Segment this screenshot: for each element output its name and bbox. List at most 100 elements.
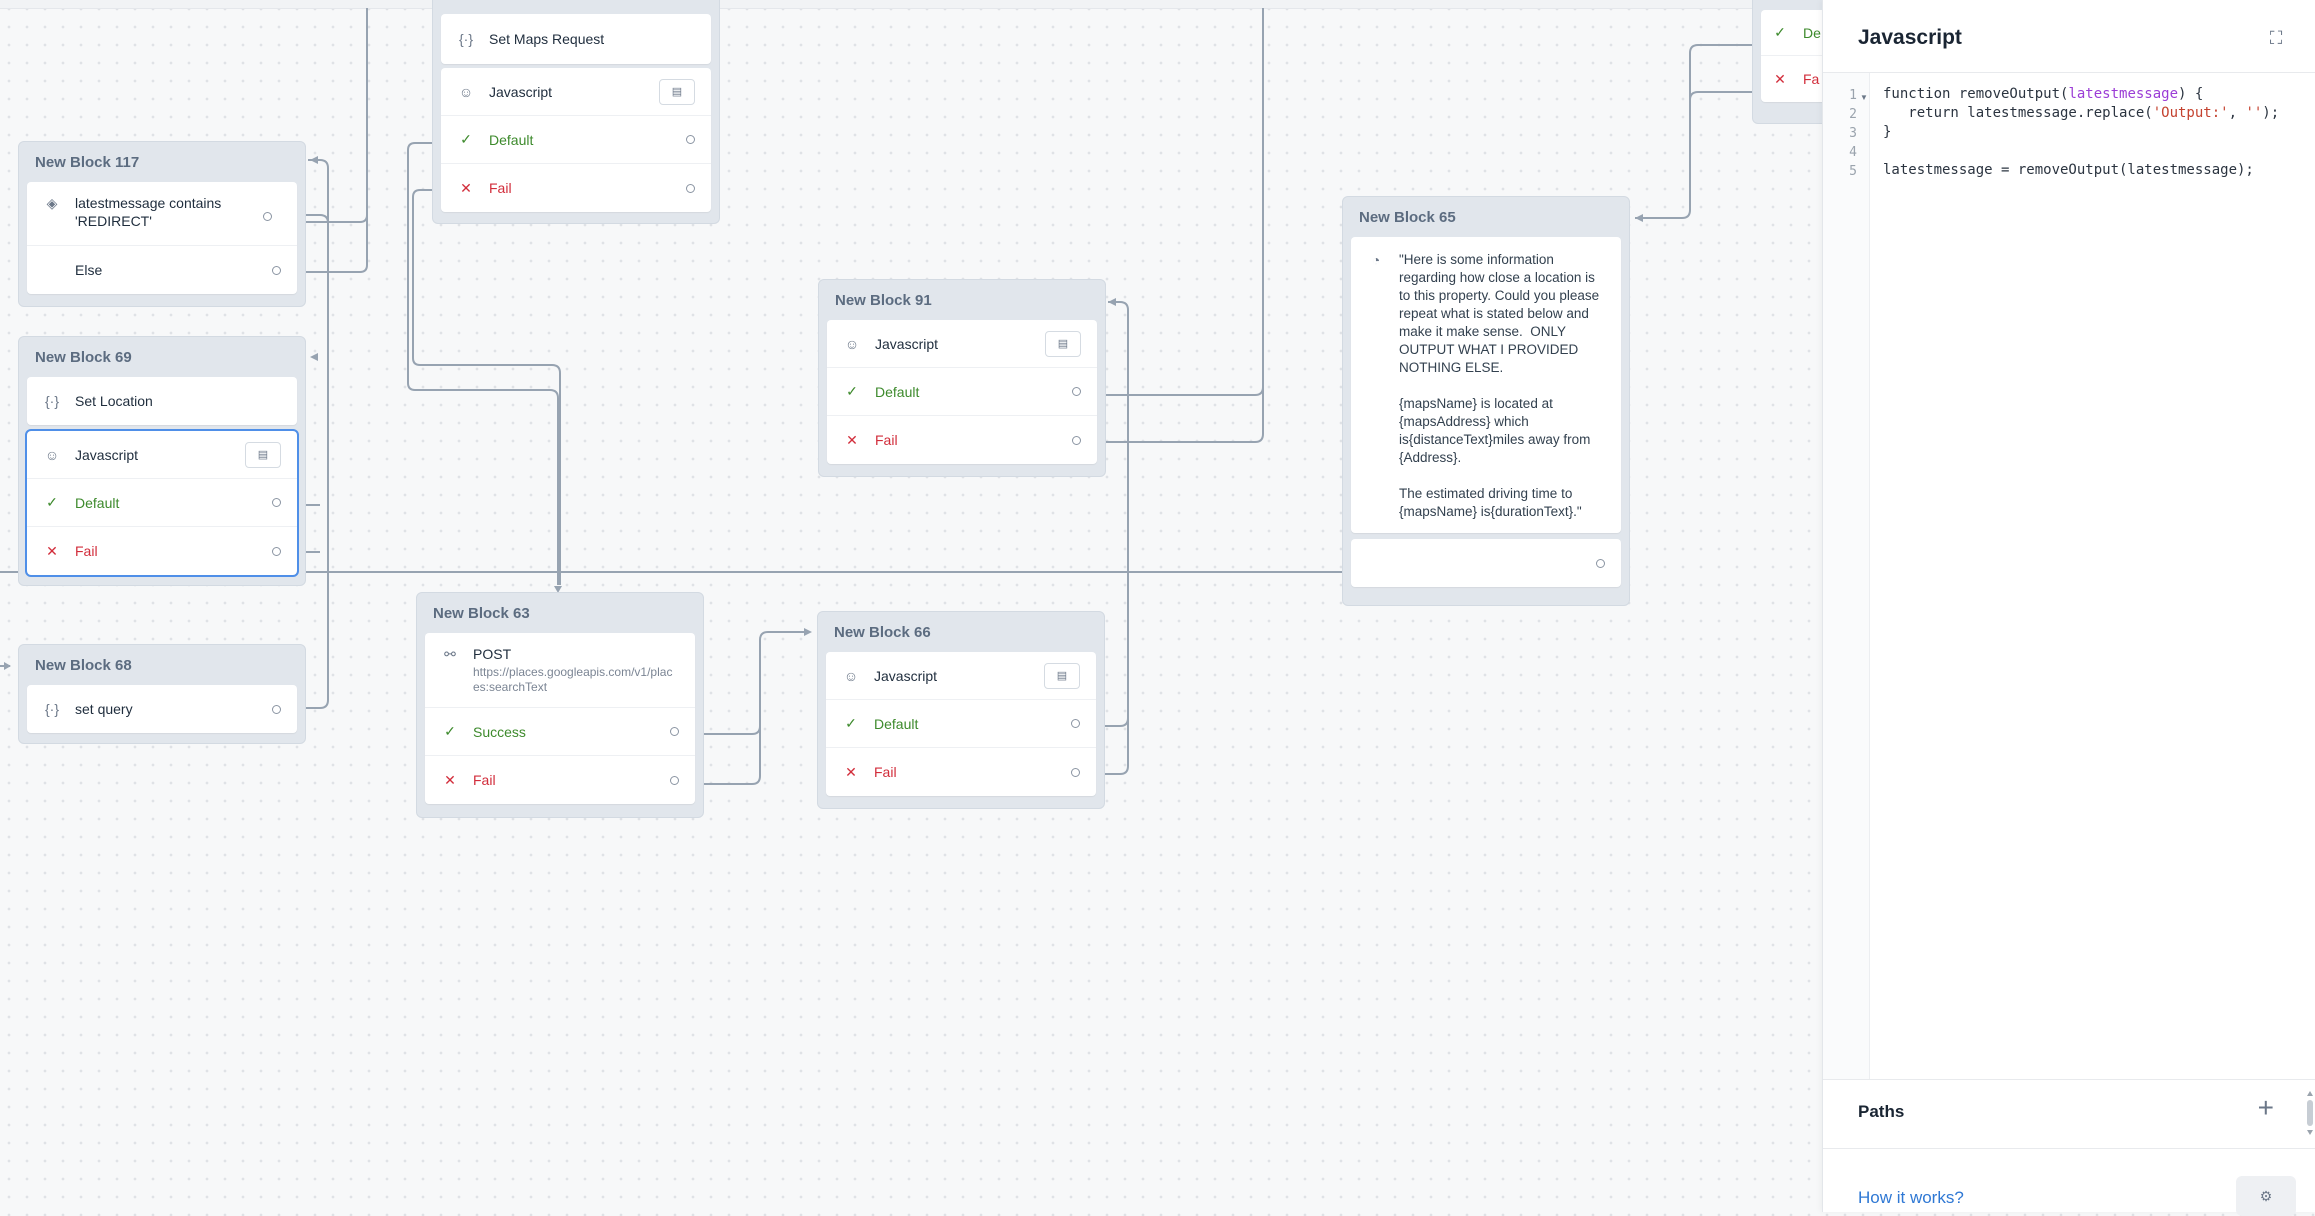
step-javascript[interactable]: ☺ Javascript ▤ ✓ Default ✕ Fail (441, 68, 711, 212)
request-info: POST https://places.googleapis.com/v1/pl… (473, 645, 679, 695)
output-port[interactable] (670, 727, 679, 736)
webhook-icon: ⚯ (444, 645, 456, 662)
output-port[interactable] (272, 265, 281, 275)
path-default: De (1803, 24, 1821, 41)
code-line: } (1883, 124, 1892, 140)
step-api-request[interactable]: ⚯ POST https://places.googleapis.com/v1/… (425, 633, 695, 804)
step-message[interactable]: ◔ "Here is some information regarding ho… (1351, 237, 1621, 533)
fold-arrow-icon[interactable]: ▼ (1860, 93, 1868, 102)
block-68[interactable]: New Block 68 {·} set query (18, 644, 306, 744)
path-default: Default (75, 494, 120, 511)
line-number: 3 (1849, 126, 1857, 141)
line-number: 4 (1849, 145, 1857, 160)
line-number: 5 (1849, 164, 1857, 179)
step-set-maps-request[interactable]: {·} Set Maps Request (441, 14, 711, 64)
step-label: Javascript (874, 667, 938, 684)
edit-code-icon[interactable]: ▤ (1045, 330, 1081, 357)
check-icon: ✓ (460, 131, 472, 147)
path-fail: Fa (1803, 71, 1820, 87)
output-port[interactable] (670, 775, 679, 785)
path-fail: Fail (489, 180, 512, 196)
code-line: return latestmessage.replace('Output:', … (1883, 105, 2279, 124)
block-set-maps-request[interactable]: {·} Set Maps Request ☺ Javascript ▤ ✓ De… (432, 0, 720, 224)
step-javascript[interactable]: ☺ Javascript ▤ ✓ Default ✕ Fail (827, 320, 1097, 464)
block-title: New Block 117 (35, 154, 140, 171)
code-icon: ☺ (844, 335, 860, 352)
output-port[interactable] (272, 704, 281, 714)
output-port[interactable] (1596, 558, 1605, 568)
code-token: return latestmessage.replace( (1883, 105, 2153, 121)
scrollbar[interactable] (2304, 1078, 2315, 1148)
step-set-location[interactable]: {·} Set Location (27, 377, 297, 425)
path-default: Default (489, 131, 534, 148)
code-token: ); (2262, 105, 2280, 121)
step-label: Javascript (75, 446, 139, 463)
link (300, 8, 368, 273)
output-port[interactable] (272, 546, 281, 556)
x-icon: ✕ (1774, 70, 1786, 87)
condition-icon: ◈ (46, 194, 58, 211)
code-token: , (2228, 105, 2246, 121)
step-label: Javascript (875, 335, 939, 352)
block-title: New Block 69 (35, 349, 132, 366)
step-next[interactable] (1351, 539, 1621, 587)
javascript-editor-panel: Javascript ⛶ 1 2 3 4 5 ▼ function remove… (1822, 0, 2315, 1216)
link (1092, 8, 1264, 443)
edit-code-icon[interactable]: ▤ (1044, 662, 1080, 689)
condition-label: latestmessage contains 'REDIRECT' (75, 195, 222, 229)
block-117[interactable]: New Block 117 ◈ latestmessage contains '… (18, 141, 306, 307)
message-icon: ◔ (1371, 252, 1381, 268)
block-65[interactable]: New Block 65 ◔ "Here is some information… (1342, 196, 1630, 606)
line-number: 1 (1849, 88, 1857, 103)
output-port[interactable] (1071, 719, 1080, 728)
add-path-icon[interactable]: + (2257, 1092, 2274, 1123)
output-port[interactable] (1072, 387, 1081, 396)
code-token: removeOutput( (1958, 86, 2069, 102)
output-port[interactable] (1072, 435, 1081, 445)
block-63[interactable]: New Block 63 ⚯ POST https://places.googl… (416, 592, 704, 818)
code-token: latestmessage (2068, 86, 2179, 102)
path-fail: Fail (473, 772, 496, 788)
code-icon: ☺ (44, 446, 60, 463)
output-port[interactable] (263, 212, 272, 221)
step-label: Javascript (489, 83, 553, 100)
code-token: '' (2245, 105, 2263, 121)
step-condition[interactable]: ◈ latestmessage contains 'REDIRECT' Else (27, 182, 297, 294)
edit-code-icon[interactable]: ▤ (245, 441, 281, 468)
x-icon: ✕ (46, 542, 58, 559)
check-icon: ✓ (444, 723, 456, 739)
request-url: https://places.googleapis.com/v1/places:… (473, 665, 673, 694)
x-icon: ✕ (846, 431, 858, 448)
settings-sliders-icon[interactable]: ⚙ (2236, 1176, 2296, 1216)
output-port[interactable] (272, 498, 281, 507)
check-icon: ✓ (1774, 24, 1786, 40)
step-label: set query (75, 701, 133, 717)
path-fail: Fail (875, 432, 898, 448)
code-token: function (1883, 86, 1959, 102)
code-token: ) { (2178, 86, 2204, 102)
block-title: New Block 63 (433, 605, 530, 622)
edit-code-icon[interactable]: ▤ (659, 78, 695, 105)
how-it-works-link[interactable]: How it works? (1858, 1188, 1964, 1207)
step-javascript[interactable]: ☺ Javascript ▤ ✓ Default ✕ Fail (826, 652, 1096, 796)
code-icon: ☺ (458, 83, 474, 100)
path-default: Default (875, 383, 920, 400)
braces-icon: {·} (44, 393, 59, 409)
expand-icon[interactable]: ⛶ (2269, 28, 2283, 48)
step-label: Set Maps Request (489, 31, 605, 47)
blank-icon (43, 261, 61, 279)
step-javascript-selected[interactable]: ☺ Javascript ▤ ✓ Default ✕ Fail (25, 429, 299, 577)
output-port[interactable] (686, 183, 695, 193)
block-91[interactable]: New Block 91 ☺ Javascript ▤ ✓ Default ✕ … (818, 279, 1106, 477)
output-port[interactable] (1071, 767, 1080, 777)
code-editor[interactable]: 1 2 3 4 5 ▼ function removeOutput(latest… (1823, 72, 2315, 1080)
code-content[interactable]: function removeOutput(latestmessage) { r… (1883, 86, 2279, 181)
step-set-query[interactable]: {·} set query (27, 685, 297, 733)
path-default: Default (874, 715, 919, 732)
line-number: 2 (1849, 107, 1857, 122)
block-69[interactable]: New Block 69 {·} Set Location ☺ Javascri… (18, 336, 306, 586)
block-66[interactable]: New Block 66 ☺ Javascript ▤ ✓ Default ✕ … (817, 611, 1105, 809)
x-icon: ✕ (444, 771, 456, 788)
check-icon: ✓ (46, 494, 58, 510)
output-port[interactable] (686, 135, 695, 144)
